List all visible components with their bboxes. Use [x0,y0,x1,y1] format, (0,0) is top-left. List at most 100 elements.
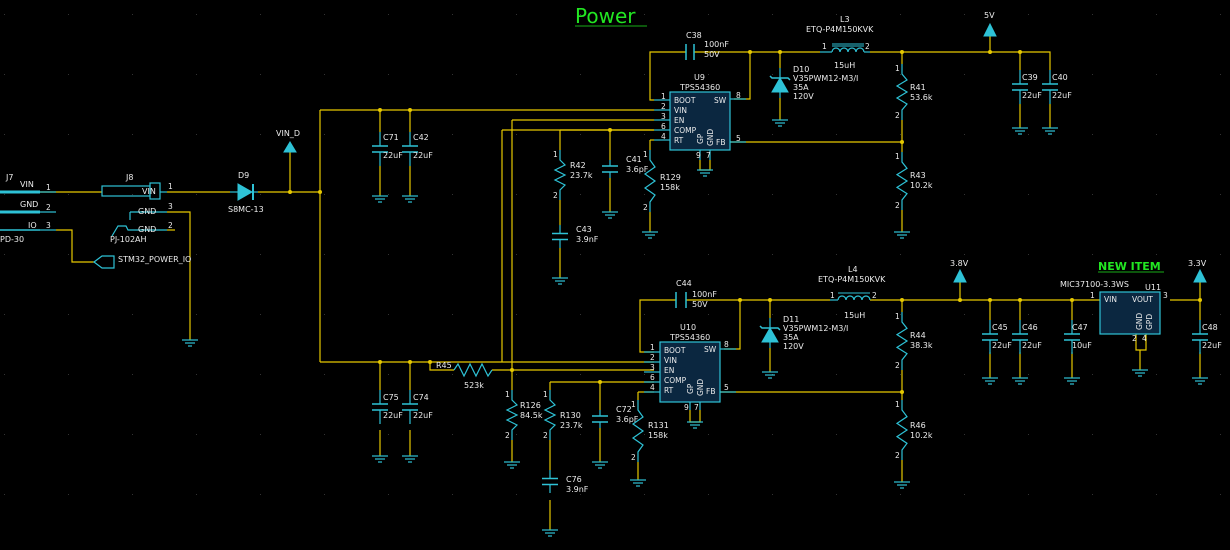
diode-d11[interactable]: D11 V35PWM12-M3/I 35A 120V [759,315,848,351]
u9-pin-vin: VIN [674,106,687,115]
vin-d-label: VIN_D [276,129,300,138]
r129-pin1: 1 [643,150,648,159]
d10-current: 35A [793,83,809,92]
l4-pin1: 1 [830,291,835,300]
c40-value: 22uF [1052,91,1072,100]
stm32-port-label: STM32_POWER_IO [118,255,191,264]
regulator-u9[interactable]: U9 TPS54360 BOOT VIN EN COMP RT SW FB GP… [654,73,746,160]
j8-pin2-name: GND [138,225,156,234]
diode-d9[interactable]: D9 S8MC-13 [228,171,264,214]
j7-value: PD-30 [0,235,24,244]
d10-part: V35PWM12-M3/I [793,74,858,83]
power-port-5v[interactable]: 5V [983,11,997,37]
capacitor-c40[interactable]: C40 22uF [1042,70,1072,104]
l4-ref: L4 [848,265,858,274]
c40-ref: C40 [1052,73,1068,82]
d11-current: 35A [783,333,799,342]
p38v-label: 3.8V [950,259,969,268]
d10-ref: D10 [793,65,809,74]
u9-pin-rt: RT [674,136,684,145]
regulator-u10[interactable]: U10 TPS54360 BOOT VIN EN COMP RT SW FB G… [644,323,736,412]
diode-d10[interactable]: D10 V35PWM12-M3/I 35A 120V [769,65,858,101]
ground-icon [687,421,703,429]
r45-ref: R45 [436,361,452,370]
c45-value: 22uF [992,341,1012,350]
connector-j8[interactable]: J8 VIN GND GND 1 3 2 PJ-102AH [101,173,173,244]
connector-j7[interactable]: J7 VIN GND IO 1 2 3 PD-30 [0,173,56,244]
r131-pin1: 1 [631,400,636,409]
r41-ref: R41 [910,83,926,92]
u11-pin-vout: VOUT [1132,295,1153,304]
c39-value: 22uF [1022,91,1042,100]
u9-pin1: 1 [661,92,666,101]
l4-pin2: 2 [872,291,877,300]
j8-pin1-name: VIN [142,187,156,196]
p33v-label: 3.3V [1188,259,1207,268]
inductor-l4[interactable]: L4 ETQ-P4M150KVK 1 2 15uH [818,265,886,320]
j8-pin1-num: 1 [168,182,173,191]
c38-value: 100nF [704,40,729,49]
ground-icon [1012,377,1028,385]
r42-pin2: 2 [553,191,558,200]
ground-icon [182,339,198,347]
r131-ref: R131 [648,421,669,430]
ldo-u11[interactable]: NEW ITEM U11 MIC37100-3.3WS VIN VOUT GND… [1060,260,1168,343]
r44-value: 38.3k [910,341,933,350]
resistor-r45[interactable]: R45 523k [436,361,493,390]
c72-value: 3.6pF [616,415,639,424]
c46-ref: C46 [1022,323,1038,332]
u9-pin-gnd: GND [706,129,715,146]
capacitor-c44[interactable]: C44 100nF 50V [675,279,717,309]
j8-pin2-num: 2 [168,221,173,230]
ground-icon [1012,127,1028,135]
r129-pin2: 2 [643,203,648,212]
junction-dots [288,50,1202,394]
new-item-label: NEW ITEM [1098,260,1161,273]
u11-pin-vin: VIN [1104,295,1117,304]
c38-ref: C38 [686,31,702,40]
j8-value: PJ-102AH [110,235,147,244]
ground-icon [372,195,388,203]
ground-icon [630,479,646,487]
u9-pin-boot: BOOT [674,96,696,105]
c44-value: 100nF [692,290,717,299]
r46-pin2: 2 [895,451,900,460]
power-port-3v8[interactable]: 3.8V [950,259,969,283]
u10-pin-fb: FB [706,387,715,396]
j7-ref: J7 [5,173,13,182]
u9-pin8: 8 [736,91,741,100]
c76-value: 3.9nF [566,485,589,494]
u11-ref: U11 [1145,283,1161,292]
power-port-3v3[interactable]: 3.3V [1188,259,1207,283]
power-port-vin-d[interactable]: VIN_D [276,129,300,153]
c74-value: 22uF [413,411,433,420]
inductor-l3[interactable]: L3 ETQ-P4M150KVK 1 2 15uH [806,15,874,70]
ground-icon [762,371,778,379]
u10-pin-comp: COMP [664,376,687,385]
capacitor-c38[interactable]: C38 100nF 50V [685,31,729,60]
port-stm32-power-io[interactable]: STM32_POWER_IO [93,255,191,269]
